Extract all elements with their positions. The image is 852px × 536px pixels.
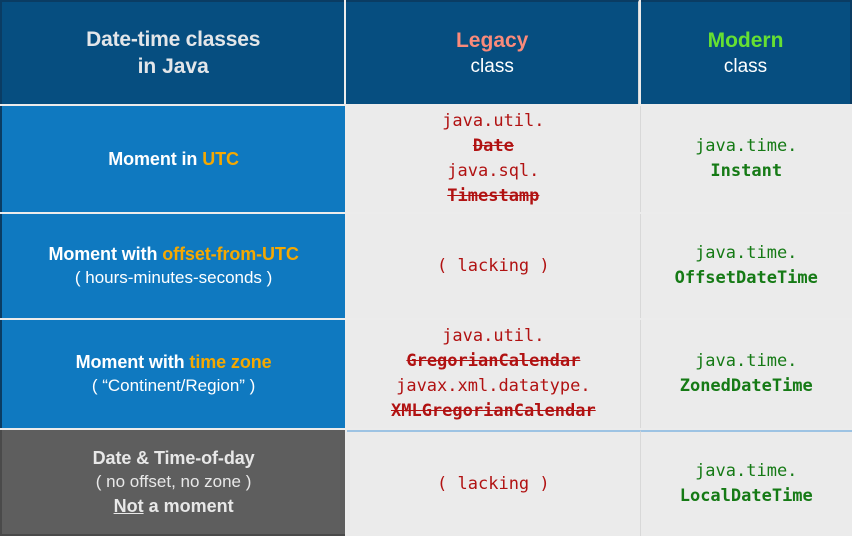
row-modern-cell: java.time. LocalDateTime [640, 430, 852, 536]
modern-entry: java.time. OffsetDateTime [675, 241, 818, 291]
modern-entry: java.time. ZonedDateTime [680, 349, 813, 399]
legacy-lacking-text: ( lacking ) [437, 473, 550, 494]
row-legacy-cell: ( lacking ) [347, 430, 641, 536]
table-row: Date & Time-of-day ( no offset, no zone … [0, 430, 852, 536]
modern-package: java.time. [695, 136, 798, 156]
row-label-line3-rest: a moment [143, 496, 234, 516]
legacy-entry: javax.xml.datatype. XMLGregorianCalendar [391, 374, 596, 424]
row-label-cell: Moment with time zone ( “Continent/Regio… [0, 320, 346, 428]
row-modern-cell: java.time. Instant [640, 106, 852, 212]
modern-class: Instant [710, 161, 783, 181]
row-label-prefix: Moment in [108, 149, 203, 169]
header-cell-legacy: Legacy class [346, 0, 639, 104]
modern-class: ZonedDateTime [679, 376, 813, 396]
row-label-line2: ( hours-minutes-seconds ) [74, 268, 273, 287]
row-legacy-cell: java.util. Date java.sql. Timestamp [347, 106, 641, 212]
row-label-prefix: Moment with [75, 352, 190, 372]
modern-class: LocalDateTime [679, 486, 813, 506]
row-label-line1: Moment with time zone [76, 350, 272, 374]
modern-package: java.time. [695, 351, 798, 371]
header-cell-title: Date-time classes in Java [0, 0, 345, 104]
row-label-highlight: offset-from-UTC [162, 244, 299, 264]
header-modern-title: Modern [707, 28, 784, 52]
legacy-package: javax.xml.datatype. [396, 376, 591, 396]
row-label-underlined: Not [113, 496, 144, 516]
header-title-line1: Date-time classes [86, 28, 261, 51]
legacy-class: GregorianCalendar [406, 351, 581, 371]
legacy-class: Date [472, 136, 514, 156]
row-label-line1: Moment with offset-from-UTC [48, 242, 298, 266]
row-label-cell: Moment with offset-from-UTC ( hours-minu… [0, 214, 346, 318]
row-label-line3: Not a moment [114, 494, 234, 518]
row-label-line1: Date & Time-of-day [92, 448, 255, 468]
row-label-highlight: time zone [189, 352, 272, 372]
modern-class: OffsetDateTime [674, 268, 818, 288]
legacy-entry: java.util. Date [442, 109, 544, 159]
table-row: Moment with time zone ( “Continent/Regio… [0, 320, 852, 428]
header-title-line2: in Java [137, 55, 209, 78]
row-label-cell: Date & Time-of-day ( no offset, no zone … [0, 430, 346, 536]
legacy-class: XMLGregorianCalendar [390, 401, 596, 421]
row-legacy-cell: ( lacking ) [347, 214, 641, 318]
legacy-package: java.util. [442, 111, 545, 131]
row-label-highlight: UTC [202, 149, 239, 169]
modern-entry: java.time. Instant [695, 134, 797, 184]
row-label-cell: Moment in UTC [0, 106, 346, 212]
modern-package: java.time. [695, 461, 798, 481]
header-cell-modern: Modern class [640, 0, 852, 104]
header-legacy-subtitle: class [470, 55, 514, 77]
legacy-entry: java.sql. Timestamp [447, 159, 539, 209]
row-label-line1: Moment in UTC [108, 147, 239, 171]
table-row: Moment with offset-from-UTC ( hours-minu… [0, 214, 852, 318]
row-modern-cell: java.time. OffsetDateTime [640, 214, 852, 318]
row-modern-cell: java.time. ZonedDateTime [640, 320, 852, 428]
row-label-line2: ( “Continent/Region” ) [91, 376, 256, 395]
row-label-prefix: Moment with [48, 244, 163, 264]
legacy-lacking-text: ( lacking ) [437, 255, 550, 276]
legacy-package: java.util. [442, 326, 545, 346]
legacy-entry: java.util. GregorianCalendar [406, 324, 580, 374]
legacy-class: Timestamp [447, 186, 540, 206]
modern-package: java.time. [695, 243, 798, 263]
legacy-package: java.sql. [447, 161, 540, 181]
row-label-line2: ( no offset, no zone ) [95, 472, 252, 491]
header-legacy-title: Legacy [455, 28, 529, 52]
table-header-row: Date-time classes in Java Legacy class M… [0, 0, 852, 104]
row-legacy-cell: java.util. GregorianCalendar javax.xml.d… [347, 320, 641, 428]
modern-entry: java.time. LocalDateTime [680, 459, 813, 509]
header-modern-subtitle: class [723, 55, 768, 77]
table-row: Moment in UTC java.util. Date java.sql. … [0, 106, 852, 212]
